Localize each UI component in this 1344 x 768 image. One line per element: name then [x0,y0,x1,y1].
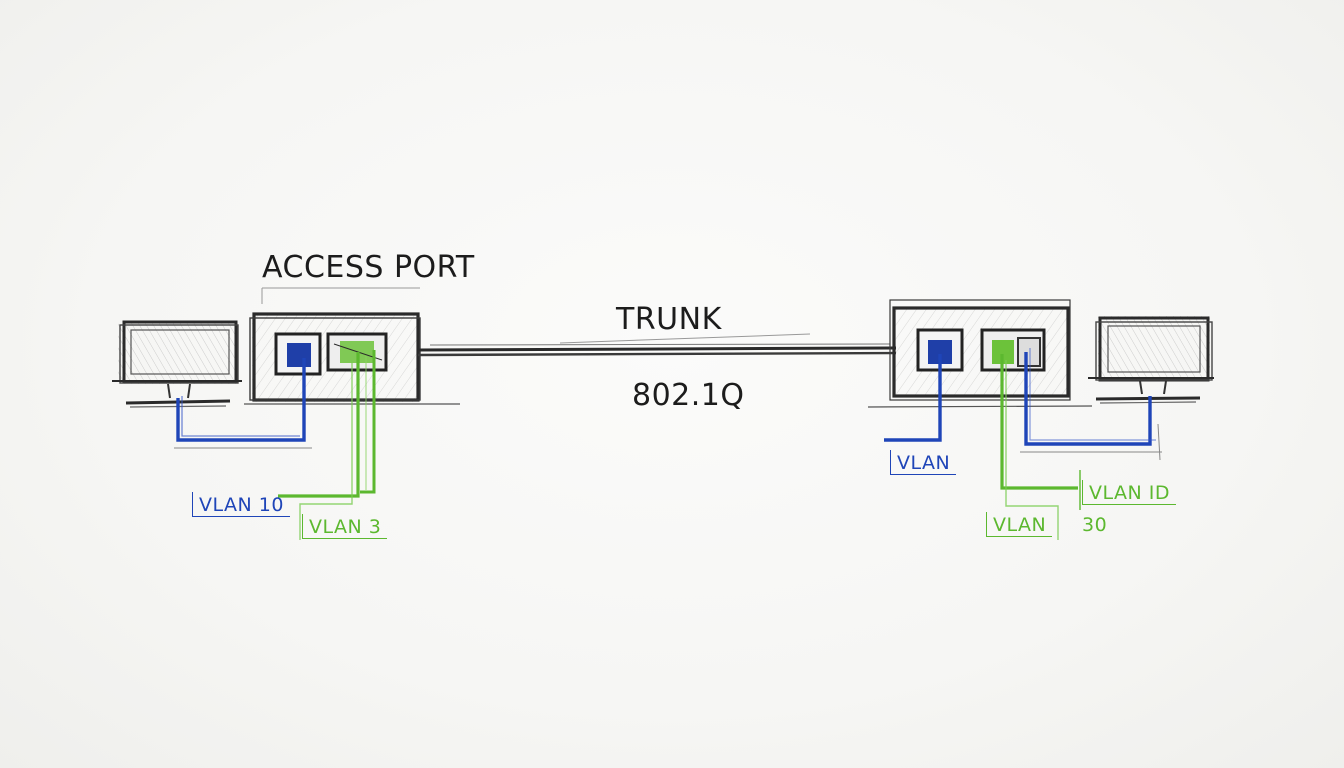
left-monitor-icon [112,320,242,408]
right-blue-wire [884,348,1162,461]
right-switch-icon [867,299,1093,408]
right-vlan-c-number: 30 [1082,514,1108,536]
right-vlan-c-label: VLAN ID [1082,480,1177,505]
trunk-label: TRUNK [616,302,722,337]
left-vlan-a-label: VLAN 10 [192,492,290,517]
right-green-wire [1000,354,1081,540]
left-vlan-b-label: VLAN 3 [302,514,388,539]
access-port-label: ACCESS PORT [262,250,475,285]
protocol-label: 802.1Q [632,378,745,413]
left-green-wire [278,350,376,540]
right-vlan-a-label: VLAN [890,450,957,475]
trunk-cable [417,333,897,357]
left-blue-wire [174,358,312,449]
right-monitor-icon [1088,316,1214,404]
right-vlan-b-label: VLAN [986,512,1053,537]
